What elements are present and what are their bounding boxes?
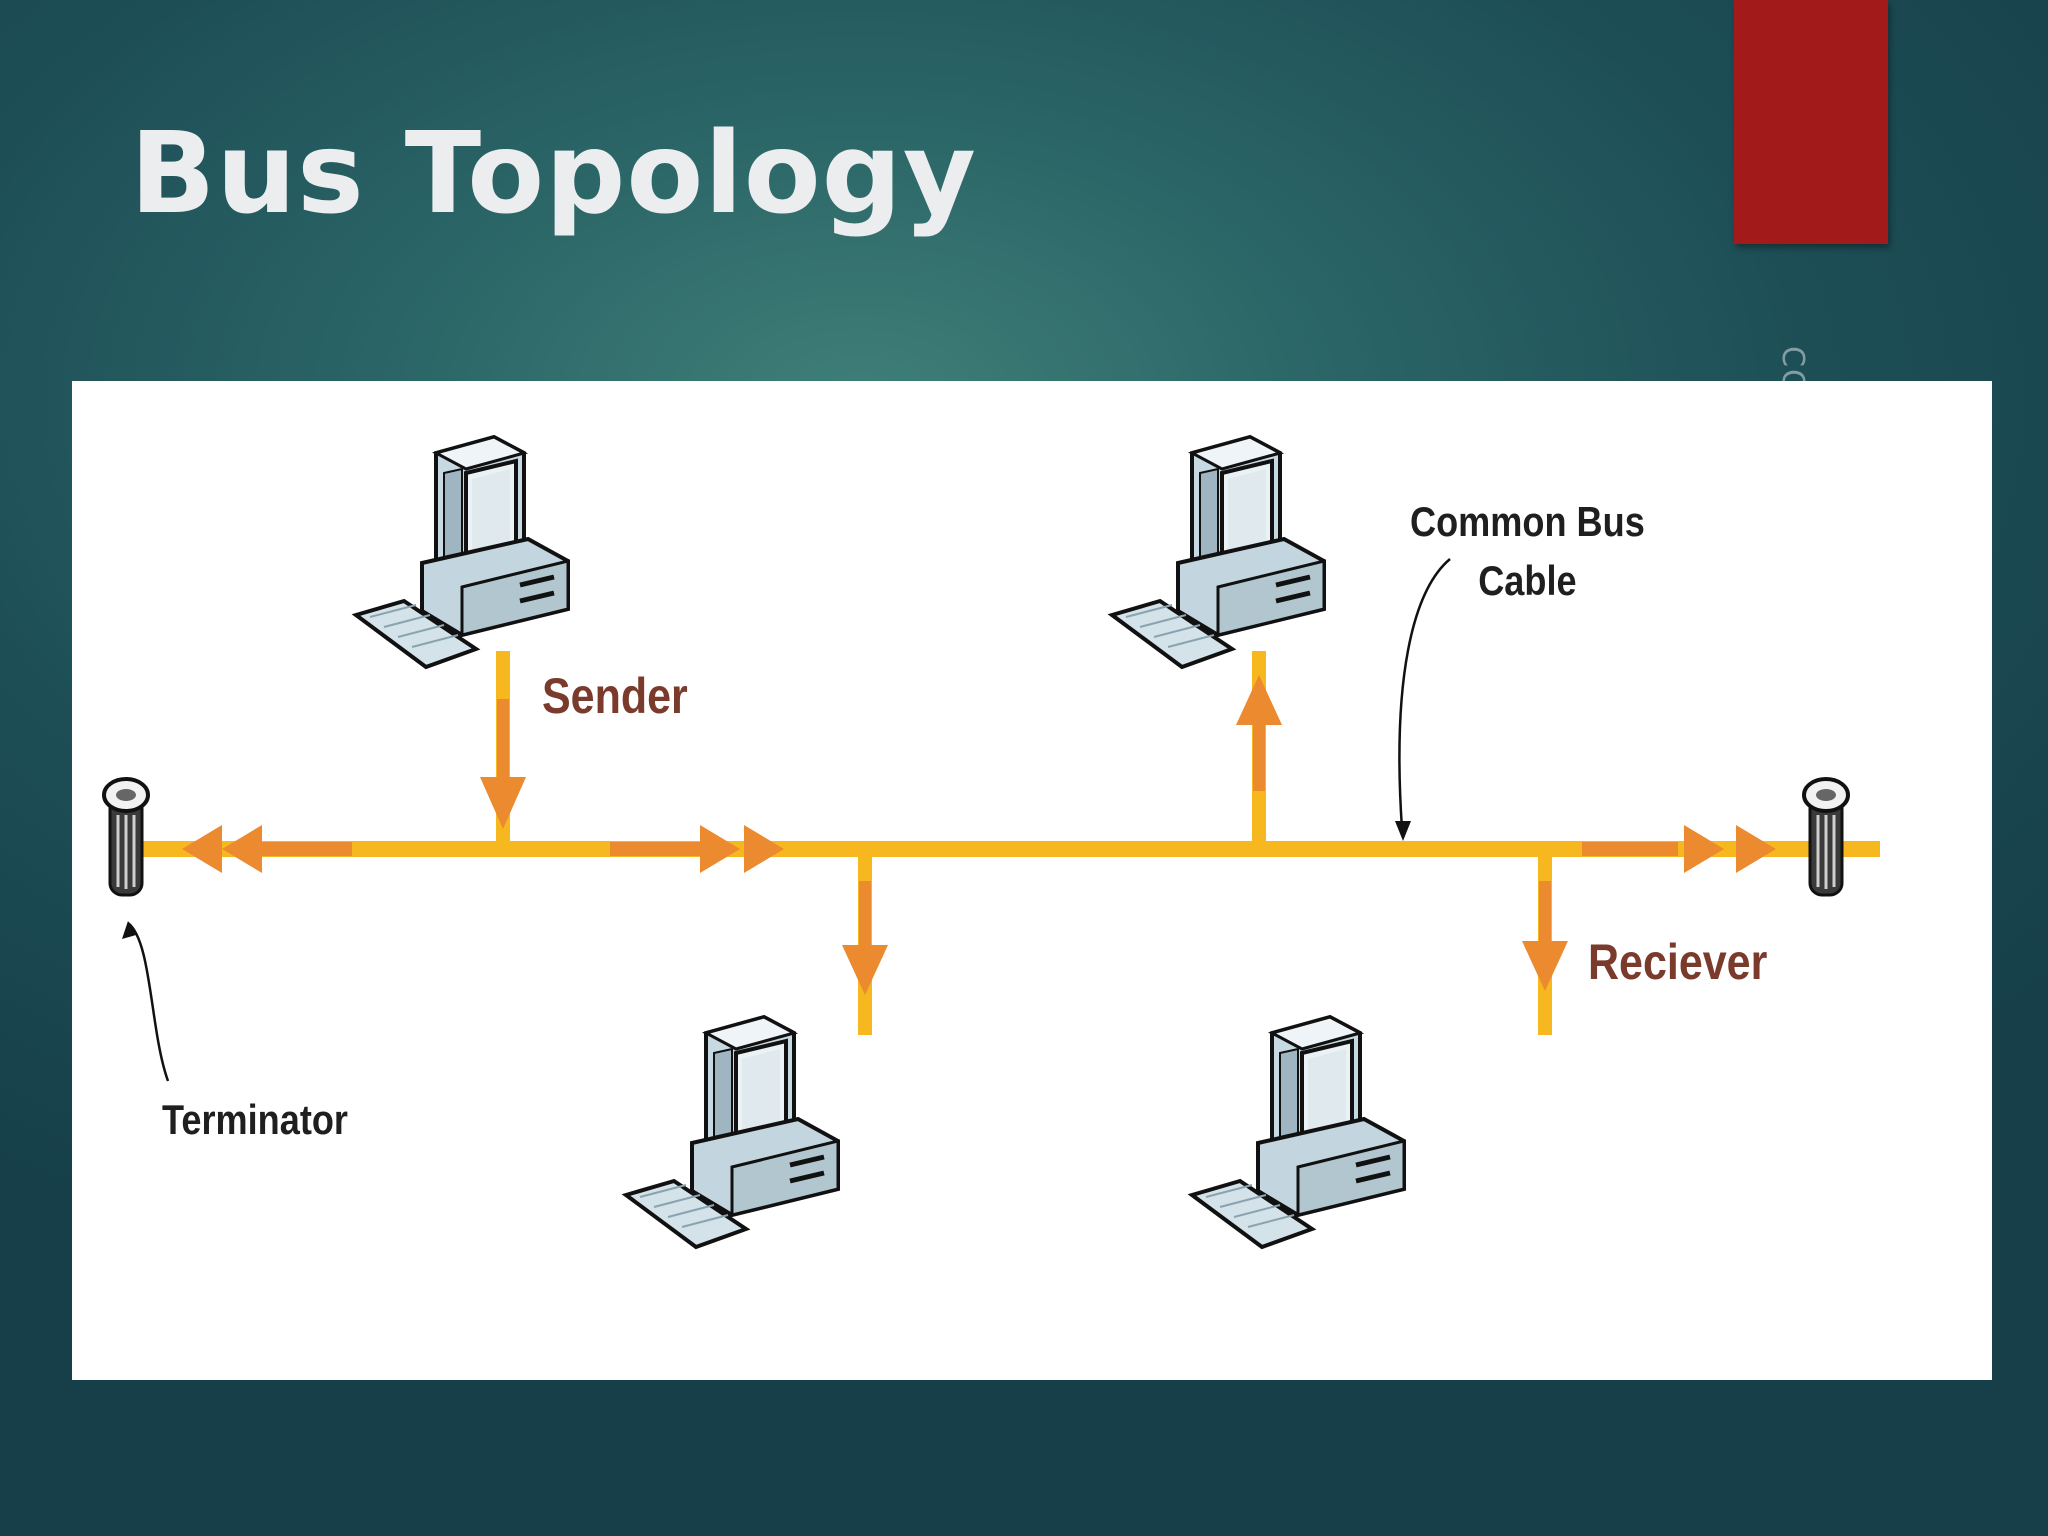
receiver-down-arrow [1522,881,1568,991]
bus-cable [140,841,1880,857]
left-bus-arrows [182,825,352,873]
bus-topology-diagram [102,381,1880,1380]
sender-down-arrow [480,699,526,829]
top-computer [1112,437,1324,667]
terminator-label: Terminator [162,1096,348,1143]
bottom-down-arrow [842,881,888,995]
middle-bus-arrows [610,825,784,873]
right-bus-arrows [1582,825,1776,873]
receiver-label: Reciever [1588,934,1768,990]
bus-cable-pointer [1398,558,1451,830]
left-terminator [102,777,150,897]
bus-cable-label: Common Bus Cable [1410,493,1645,611]
bus-cable-label-line2: Cable [1478,556,1577,604]
slide-title: Bus Topology [130,109,977,239]
bottom-computer [626,1017,838,1247]
receiver-computer [1192,1017,1404,1247]
sender-computer [356,437,568,667]
terminator-pointer [127,922,170,1082]
top-up-arrow [1236,675,1282,791]
sender-label: Sender [542,668,688,724]
bus-cable-label-line1: Common Bus [1410,498,1645,545]
diagram-panel: Sender Reciever Terminator Common Bus Ca… [72,381,1992,1380]
accent-block [1734,0,1888,244]
right-terminator [1802,777,1850,897]
